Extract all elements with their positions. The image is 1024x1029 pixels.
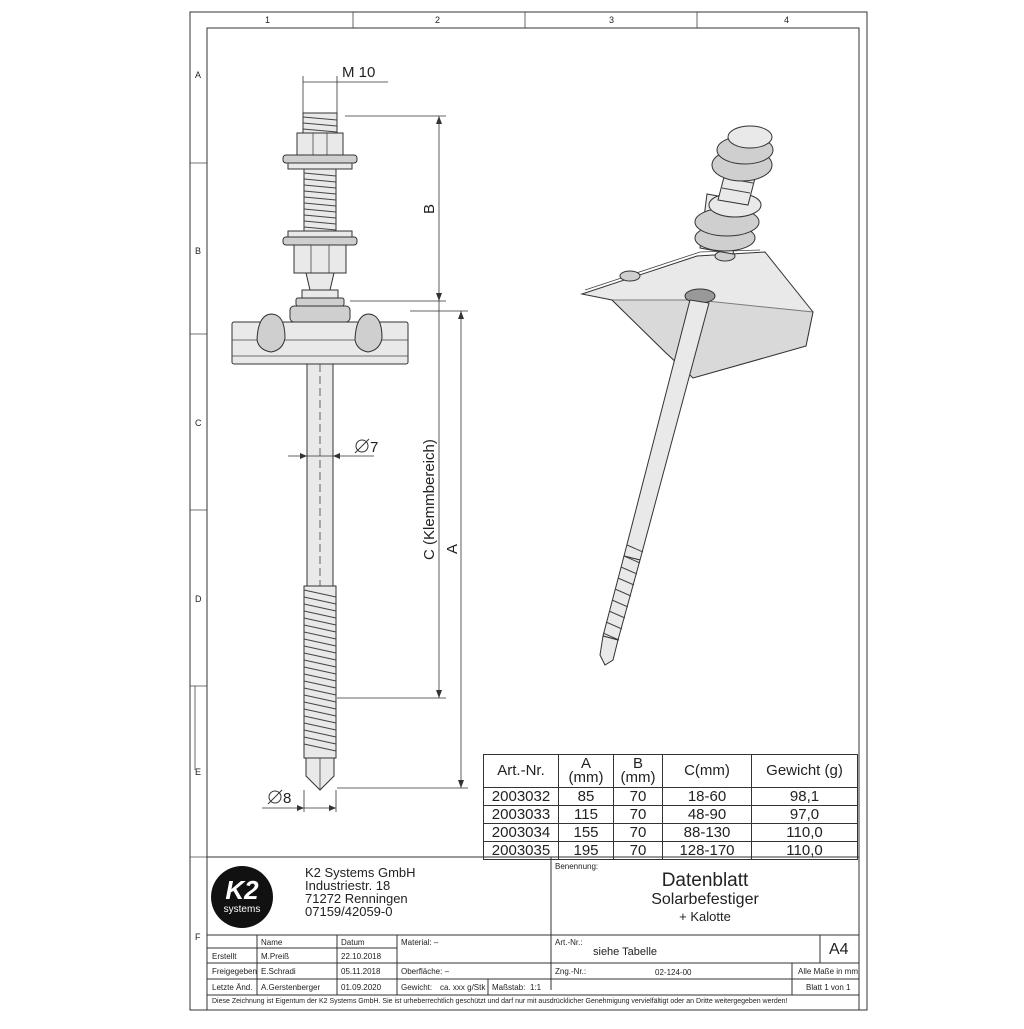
row-label-e: E: [195, 767, 201, 777]
cell-a: 85: [558, 787, 614, 806]
tip-diameter-value: 8: [283, 790, 291, 807]
table-header-row: Art.-Nr. A(mm) B(mm) C(mm) Gewicht (g): [483, 754, 858, 788]
massstab-label: Maßstab:: [492, 983, 526, 992]
screw-threads: [303, 589, 337, 752]
blatt-label: Blatt 1 von 1: [806, 983, 851, 992]
cell-c: 18-60: [662, 787, 752, 806]
gewicht-value: ca. xxx g/Stk: [440, 983, 486, 992]
company-phone: 07159/42059-0: [305, 904, 393, 919]
rod-threads: [303, 172, 337, 231]
title-line-1: Datenblatt: [661, 870, 749, 891]
company-name: K2 Systems GmbH: [305, 865, 416, 880]
title-line-2: Solarbefestiger: [651, 891, 759, 908]
dimension-lines: [262, 76, 468, 812]
zng-label: Zng.-Nr.:: [555, 967, 587, 976]
screw-front-view: [231, 112, 409, 791]
col-label-2: 2: [435, 15, 440, 25]
a-dimension-label: A: [444, 544, 461, 554]
table-row: 2003033 115 70 48-90 97,0: [483, 805, 858, 824]
shaft-diameter-value: 7: [370, 439, 378, 456]
title-block-title: Datenblatt Solarbefestiger + Kalotte: [600, 870, 810, 925]
cell-a: 115: [558, 805, 614, 824]
tip-diameter-label: 8: [267, 789, 291, 807]
zng-value: 02-124-00: [655, 968, 692, 977]
company-address: K2 Systems GmbH Industriestr. 18 71272 R…: [305, 866, 416, 918]
row-label-a: A: [195, 70, 201, 80]
header-a: A(mm): [558, 754, 614, 788]
thread-dimension-label: M 10: [342, 64, 375, 81]
logo-text: K2: [225, 875, 259, 905]
cell-b: 70: [613, 805, 663, 824]
k2-logo: K2 systems: [211, 866, 273, 928]
header-b: B(mm): [613, 754, 663, 788]
row-freigegeben-label: Freigegeben: [212, 967, 257, 976]
disclaimer: Diese Zeichnung ist Eigentum der K2 Syst…: [212, 998, 788, 1005]
cell-b: 70: [613, 787, 663, 806]
material-label: Material: –: [401, 938, 439, 947]
cell-art-nr: 2003035: [483, 841, 559, 860]
b-dimension-label: B: [421, 204, 438, 214]
company-city: 71272 Renningen: [305, 891, 408, 906]
cell-art-nr: 2003034: [483, 823, 559, 842]
col-label-1: 1: [265, 15, 270, 25]
cell-art-nr: 2003033: [483, 805, 559, 824]
cell-a: 195: [558, 841, 614, 860]
gewicht-label: Gewicht:: [401, 983, 433, 992]
logo-subtext: systems: [223, 904, 261, 915]
row-erstellt-label: Erstellt: [212, 952, 237, 961]
row-label-f: F: [195, 932, 201, 942]
cell-gewicht: 98,1: [751, 787, 858, 806]
title-line-3: + Kalotte: [679, 909, 731, 924]
table-row: 2003032 85 70 18-60 98,1: [483, 787, 858, 806]
cell-c: 48-90: [662, 805, 752, 824]
header-art-nr: Art.-Nr.: [483, 754, 559, 788]
row-freigegeben-name: E.Schradi: [261, 967, 296, 976]
cell-gewicht: 110,0: [751, 841, 858, 860]
cell-gewicht: 110,0: [751, 823, 858, 842]
row-label-b: B: [195, 246, 201, 256]
format-label: A4: [829, 941, 849, 958]
cell-c: 128-170: [662, 841, 752, 860]
massstab-value: 1:1: [530, 983, 542, 992]
row-label-c: C: [195, 418, 202, 428]
header-c: C(mm): [662, 754, 752, 788]
row-letzte-aend-label: Letzte Änd.: [212, 983, 253, 992]
table-row: 2003035 195 70 128-170 110,0: [483, 841, 858, 860]
col-datum-header: Datum: [341, 938, 365, 947]
col-label-3: 3: [609, 15, 614, 25]
row-letzte-aend-date: 01.09.2020: [341, 983, 382, 992]
shaft-diameter-label: 7: [354, 438, 378, 456]
row-letzte-aend-name: A.Gerstenberger: [261, 983, 321, 992]
c-dimension-label: C (Klemmbereich): [421, 439, 438, 560]
masse-note: Alle Maße in mm: [798, 967, 859, 976]
header-gewicht: Gewicht (g): [751, 754, 858, 788]
company-street: Industriestr. 18: [305, 878, 391, 893]
oberflaeche-label: Oberfläche: –: [401, 967, 450, 976]
row-erstellt-date: 22.10.2018: [341, 952, 382, 961]
cell-c: 88-130: [662, 823, 752, 842]
col-name-header: Name: [261, 938, 283, 947]
screw-isometric-view: [580, 125, 814, 666]
col-label-4: 4: [784, 15, 789, 25]
cell-a: 155: [558, 823, 614, 842]
cell-art-nr: 2003032: [483, 787, 559, 806]
row-erstellt-name: M.Preiß: [261, 952, 289, 961]
cell-b: 70: [613, 823, 663, 842]
artnr-value: siehe Tabelle: [593, 946, 658, 958]
article-table: Art.-Nr. A(mm) B(mm) C(mm) Gewicht (g) 2…: [483, 754, 858, 860]
cell-b: 70: [613, 841, 663, 860]
benennung-label: Benennung:: [555, 862, 599, 871]
row-label-d: D: [195, 594, 202, 604]
table-row: 2003034 155 70 88-130 110,0: [483, 823, 858, 842]
artnr-label: Art.-Nr.:: [555, 938, 583, 947]
cell-gewicht: 97,0: [751, 805, 858, 824]
row-freigegeben-date: 05.11.2018: [341, 967, 381, 976]
inner-frame: [206, 27, 860, 1011]
